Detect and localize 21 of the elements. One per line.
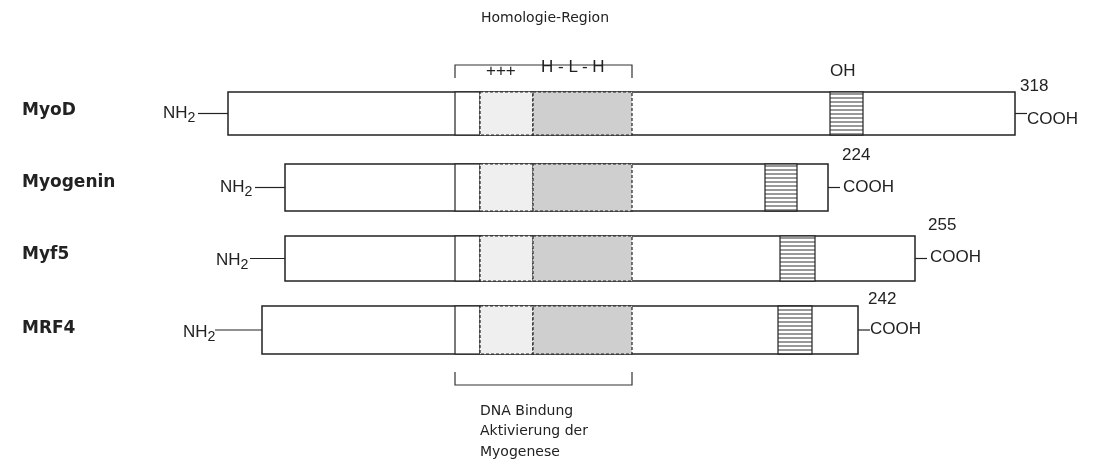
- region-heading: Homologie-Region: [479, 10, 611, 26]
- protein-name: Myogenin: [22, 172, 116, 191]
- terminus-label: COOH: [870, 320, 921, 339]
- function-note: DNA Bindung Aktivierung der Myogenese: [480, 401, 589, 461]
- protein-name: MRF4: [22, 318, 76, 337]
- protein-name: Myf5: [22, 244, 70, 263]
- group-label: OH: [830, 62, 856, 81]
- length-number: 318: [1020, 77, 1049, 96]
- terminus-label: NH$_{2}$: [183, 323, 216, 345]
- terminus-label: COOH: [930, 248, 981, 267]
- terminus-label: NH$_{2}$: [220, 178, 253, 200]
- length-number: 255: [928, 216, 957, 235]
- terminus-label: COOH: [1027, 110, 1078, 129]
- charge-label: +++: [486, 62, 516, 81]
- domain-label: H - L - H: [541, 58, 605, 77]
- length-number: 242: [868, 290, 897, 309]
- terminus-label: NH$_{2}$: [216, 251, 249, 273]
- length-number: 224: [842, 146, 871, 165]
- protein-name: MyoD: [22, 100, 76, 119]
- terminus-label: COOH: [843, 178, 894, 197]
- terminus-label: NH$_{2}$: [163, 104, 196, 126]
